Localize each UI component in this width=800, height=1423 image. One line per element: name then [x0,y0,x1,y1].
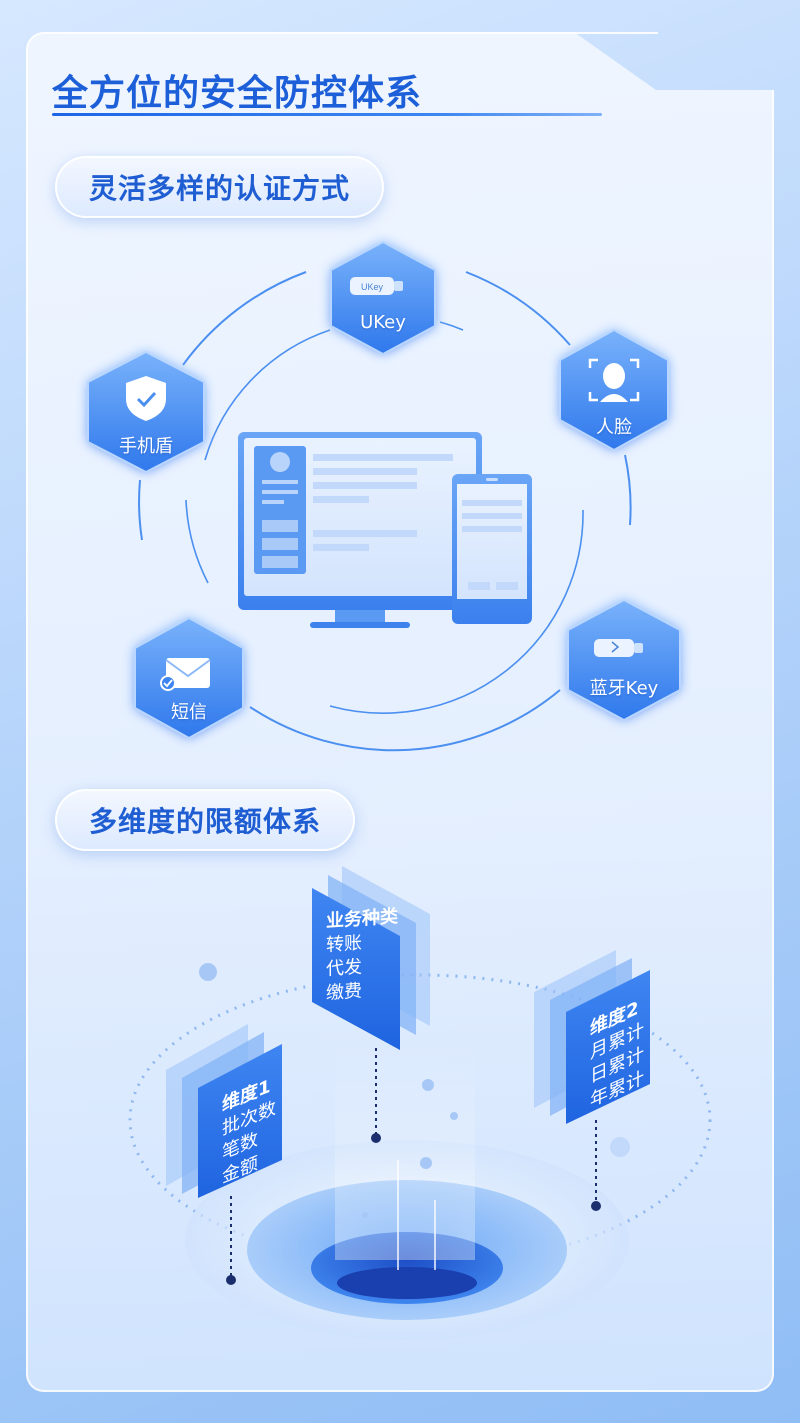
orbit-arc [185,499,209,584]
business-heading: 业务种类 [326,905,398,932]
card-corner-edge [574,32,658,92]
orbit-arc [249,689,561,752]
hex-btkey [567,598,681,722]
page-title: 全方位的安全防控体系 [52,73,423,114]
orbit-arc [465,271,571,346]
hex-sms [134,616,244,740]
shield-icon [126,376,166,421]
orbit-rings [138,271,632,752]
auth-illustration: UKey [87,240,681,752]
bluetooth-key-icon [594,639,634,657]
hex-face [559,328,669,452]
panel-business [312,866,430,1050]
shield-label: 手机盾 [119,436,173,457]
hex-shield [87,350,205,474]
btkey-label: 蓝牙Key [589,678,659,699]
face-scan-icon [588,358,640,402]
face-label: 人脸 [596,417,632,438]
orbit-arc [439,321,464,331]
orbit-arc [204,329,331,461]
business-item: 缴费 [326,980,362,1004]
envelope-icon [166,658,210,688]
monitor-illustration [238,432,482,628]
orbit-arc [138,479,143,541]
light-beam [335,1040,475,1260]
hex-ukey: UKey [330,240,436,356]
business-panel-text: 业务种类 转账 代发 缴费 [326,905,398,1006]
panel-dim1 [166,1024,282,1198]
section-auth-heading: 灵活多样的认证方式 [55,156,385,218]
orbit-arc [182,271,307,366]
orbit-arc [329,509,584,714]
ukey-device-label: UKey [361,282,384,292]
sms-label: 短信 [171,702,207,723]
ukey-label: UKey [360,312,406,333]
orbit-arc [624,454,632,526]
panel-dim2 [534,950,650,1124]
section-limit-heading: 多维度的限额体系 [55,789,356,851]
title-underline [52,113,602,116]
phone-illustration [452,474,532,624]
